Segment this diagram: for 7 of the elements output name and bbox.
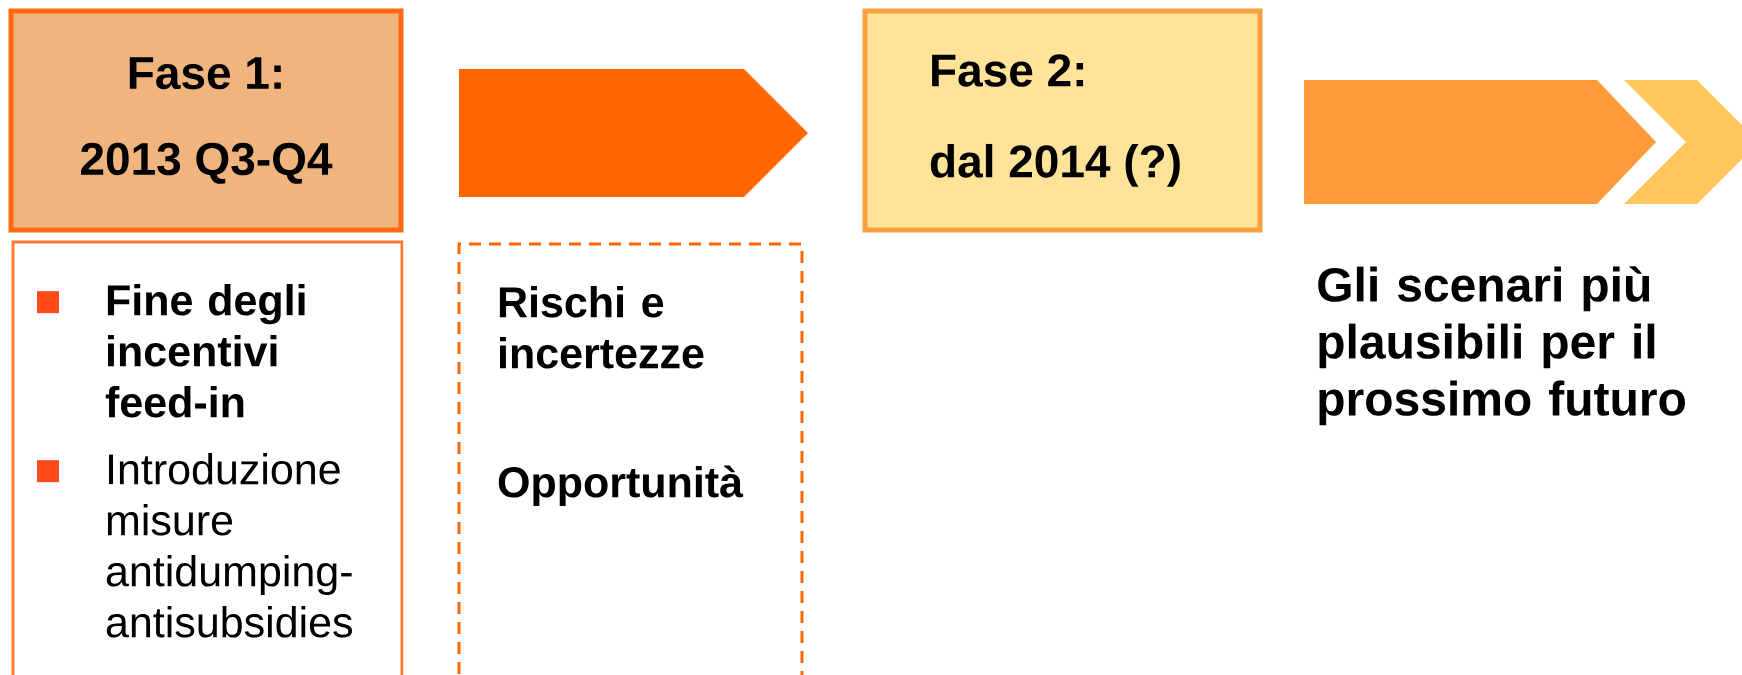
dashed-box: Rischi e incertezze Opportunità: [457, 242, 804, 675]
band-arrow: [1304, 80, 1742, 204]
band-arrow: [459, 69, 808, 197]
caption-text: Gli scenari più plausibili per il prossimo futuro: [1318, 266, 1685, 426]
list-box: Fine degli incentivi feed-in Introduzione misure antidumping-antisubsidies: [11, 240, 404, 675]
phase-box: Fase 1: 2013 Q3-Q4: [8, 8, 404, 233]
phase-box: Fase 2: dal 2014 (?): [862, 8, 1263, 233]
